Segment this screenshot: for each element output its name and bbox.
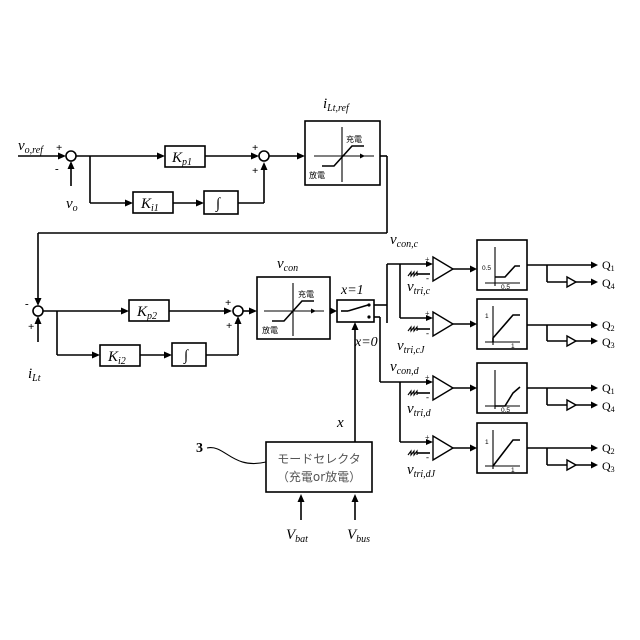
comparator-cj bbox=[433, 312, 453, 336]
vo-feedback-label: vo bbox=[66, 196, 78, 214]
sum2-plus-sign-bottom: + bbox=[252, 165, 258, 177]
svg-text:1: 1 bbox=[485, 439, 489, 446]
tri-cj-wave-icon bbox=[408, 327, 417, 331]
summing-junction-3 bbox=[33, 306, 43, 316]
vtri-dj-label: vtri,dJ bbox=[407, 462, 436, 480]
x-eq-0-label: x=0 bbox=[354, 335, 378, 350]
q4-output-label-a: Q4 bbox=[602, 276, 615, 291]
svg-text:1: 1 bbox=[485, 313, 489, 320]
svg-text:-: - bbox=[426, 273, 429, 283]
q3-output-label-a: Q3 bbox=[602, 335, 615, 350]
sum4-plus-sign-left: + bbox=[225, 297, 231, 309]
tri-dj-wave-icon bbox=[408, 451, 417, 455]
comparator-branches: vcon,c vcon,d + - vtri,c + - vtri,cJ + -… bbox=[380, 232, 477, 480]
q4-output-label-b: Q4 bbox=[602, 399, 615, 414]
x-control-label: x bbox=[336, 415, 344, 431]
vtri-d-label: vtri,d bbox=[407, 401, 432, 419]
integrator-1-block bbox=[204, 191, 238, 214]
inverter-3 bbox=[567, 400, 576, 410]
limiter2-discharge-label: 放電 bbox=[262, 325, 278, 335]
svg-text:0.5: 0.5 bbox=[501, 284, 510, 291]
svg-text:1: 1 bbox=[511, 343, 515, 350]
summing-junction-2 bbox=[259, 151, 269, 161]
svg-text:+: + bbox=[425, 433, 430, 442]
gate-outputs: Q1 Q4 Q2 Q3 Q1 Q4 Q2 Q3 bbox=[527, 258, 615, 474]
svg-text:1: 1 bbox=[511, 467, 515, 474]
reference-leader-line bbox=[207, 448, 266, 464]
vbat-label: Vbat bbox=[286, 527, 308, 545]
q2-output-label-b: Q2 bbox=[602, 441, 615, 456]
comparator-d bbox=[433, 376, 453, 400]
svg-text:+: + bbox=[425, 309, 430, 318]
vbus-label: Vbus bbox=[347, 527, 370, 545]
x-eq-1-label: x=1 bbox=[340, 283, 364, 298]
sum4-plus-sign-bottom: + bbox=[226, 320, 232, 332]
svg-text:+: + bbox=[425, 373, 430, 382]
mode-selector-title: モードセレクタ bbox=[277, 452, 361, 466]
svg-text:-: - bbox=[426, 328, 429, 338]
q3-output-label-b: Q3 bbox=[602, 459, 615, 474]
reference-number-3: 3 bbox=[196, 441, 203, 456]
sum1-plus-sign: + bbox=[56, 142, 62, 154]
svg-text:0.5: 0.5 bbox=[482, 265, 491, 272]
limiter1-charge-label: 充電 bbox=[346, 134, 362, 144]
summing-junction-4 bbox=[233, 306, 243, 316]
inverter-1 bbox=[567, 277, 576, 287]
transfer-function-blocks: 0.5 0.5 1 1 0.5 1 1 bbox=[477, 240, 527, 474]
mode-switch: x=1 x=0 x bbox=[336, 264, 387, 442]
tri-d-wave-icon bbox=[408, 391, 417, 395]
inverter-4 bbox=[567, 460, 576, 470]
svg-text:-: - bbox=[426, 452, 429, 462]
q2-output-label-a: Q2 bbox=[602, 318, 615, 333]
sum1-minus-sign: - bbox=[55, 163, 59, 175]
mode-selector-block bbox=[266, 442, 372, 492]
q1-output-label-b: Q1 bbox=[602, 381, 615, 396]
sum3-plus-sign: + bbox=[28, 321, 34, 333]
vtri-cj-label: vtri,cJ bbox=[397, 338, 425, 356]
svg-text:-: - bbox=[426, 392, 429, 402]
limiter1-discharge-label: 放電 bbox=[309, 170, 325, 180]
mode-selector-subtitle: （充電or放電） bbox=[277, 469, 361, 484]
sum3-minus-sign: - bbox=[25, 298, 29, 310]
voltage-loop: vo,ref + - vo Kp1 Ki1 ∫ + + bbox=[18, 96, 387, 306]
svg-text:+: + bbox=[425, 255, 430, 264]
current-loop: - + iLt Kp2 Ki2 ∫ + + vcon bbox=[25, 256, 337, 384]
sum2-plus-sign-left: + bbox=[252, 142, 258, 154]
tri-c-wave-icon bbox=[408, 272, 417, 276]
vo-ref-label: vo,ref bbox=[18, 138, 44, 156]
inverter-2 bbox=[567, 336, 576, 346]
q1-output-label-a: Q1 bbox=[602, 258, 615, 273]
vcon-label: vcon bbox=[277, 256, 298, 274]
ilt-label: iLt bbox=[28, 366, 41, 384]
integrator-2-block bbox=[172, 343, 206, 366]
vcon-d-label: vcon,d bbox=[390, 359, 420, 377]
ilt-ref-label: iLt,ref bbox=[323, 96, 350, 114]
comparator-c bbox=[433, 257, 453, 281]
summing-junction-1 bbox=[66, 151, 76, 161]
comparator-dj bbox=[433, 436, 453, 460]
vcon-c-label: vcon,c bbox=[390, 232, 419, 250]
limiter2-charge-label: 充電 bbox=[298, 289, 314, 299]
svg-text:0.5: 0.5 bbox=[501, 407, 510, 414]
mode-selector: 3 モードセレクタ （充電or放電） Vbat Vbus bbox=[196, 441, 372, 545]
